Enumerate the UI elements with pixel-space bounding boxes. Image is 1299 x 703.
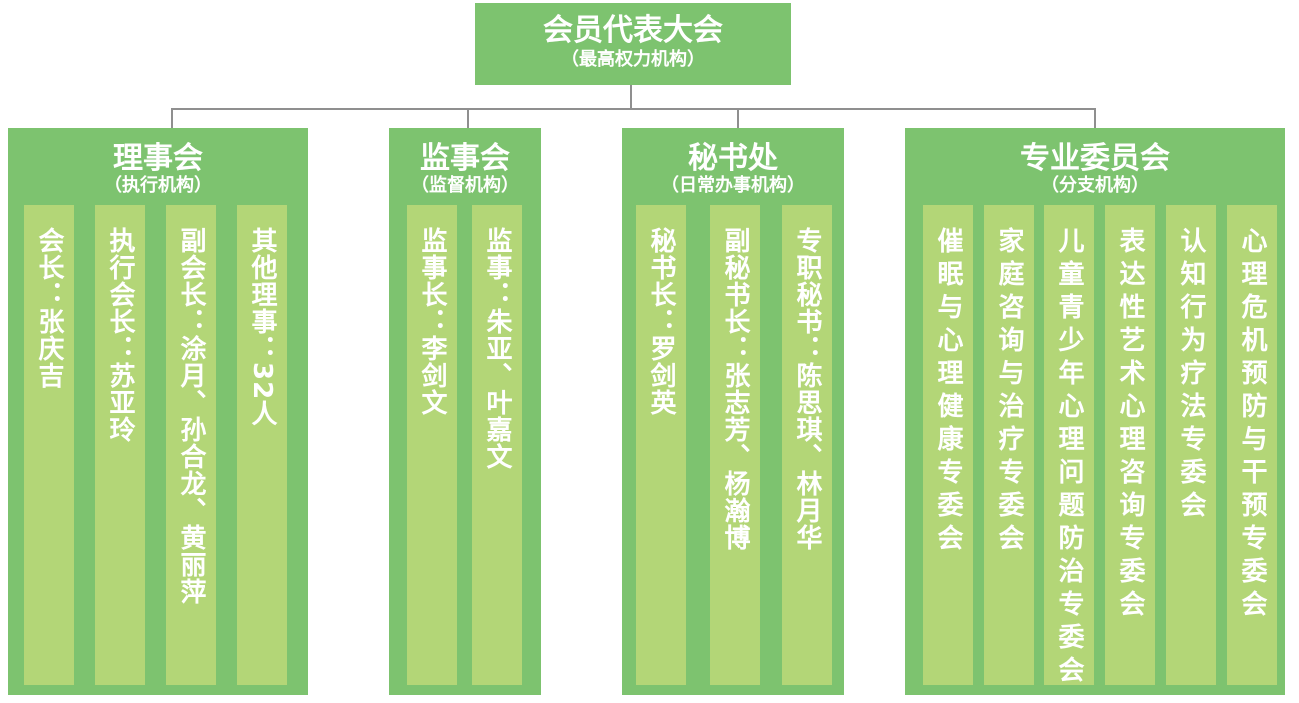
supervisory-board-node: 监事会 （监督机构） 监事长：李剑文 监事：朱亚、叶嘉文: [389, 128, 541, 695]
committee-branch-text: 表达性艺术心理咨询专委会: [1115, 227, 1145, 623]
professional-committee-node: 专业委员会 （分支机构） 催眠与心理健康专委会 家庭咨询与治疗专委会 儿童青少年…: [905, 128, 1285, 695]
committee-branch-text: 家庭咨询与治疗专委会: [994, 227, 1024, 557]
council-member-text: 会长：张庆吉: [34, 227, 64, 389]
council-member-column: 其他理事：32人: [237, 205, 287, 685]
committee-branch-column: 心理危机预防与干预专委会: [1227, 205, 1277, 685]
supervisory-member-column: 监事：朱亚、叶嘉文: [472, 205, 522, 685]
secretariat-member-text: 专职秘书：陈思琪、林月华: [792, 227, 822, 551]
general-assembly-title: 会员代表大会: [543, 13, 723, 48]
council-member-column: 会长：张庆吉: [24, 205, 74, 685]
supervisory-member-text: 监事长：李剑文: [417, 227, 447, 416]
council-title: 理事会: [113, 141, 203, 176]
committee-branch-column: 家庭咨询与治疗专委会: [984, 205, 1034, 685]
secretariat-title: 秘书处: [688, 141, 778, 176]
connector-horizontal: [171, 108, 737, 110]
professional-committee-subtitle: （分支机构）: [1041, 175, 1149, 196]
professional-committee-title: 专业委员会: [1020, 141, 1170, 176]
connector-drop-council: [171, 108, 173, 128]
committee-branch-column: 认知行为疗法专委会: [1166, 205, 1216, 685]
connector-drop-committee: [1094, 108, 1096, 128]
committee-branch-column: 催眠与心理健康专委会: [923, 205, 973, 685]
council-member-text: 副会长：涂月、孙合龙、黄丽萍: [176, 227, 206, 605]
general-assembly-node: 会员代表大会 （最高权力机构）: [475, 3, 791, 85]
council-subtitle: （执行机构）: [104, 175, 212, 196]
secretariat-member-column: 秘书长：罗剑英: [636, 205, 686, 685]
secretariat-member-text: 副秘书长：张志芳、杨瀚博: [720, 227, 750, 551]
general-assembly-subtitle: （最高权力机构）: [561, 49, 705, 70]
secretariat-subtitle: （日常办事机构）: [661, 175, 805, 196]
connector-right-segment: [737, 108, 1095, 110]
connector-drop-secretariat: [737, 108, 739, 128]
supervisory-board-subtitle: （监督机构）: [411, 175, 519, 196]
council-member-text: 其他理事：32人: [247, 227, 277, 428]
committee-branch-text: 认知行为疗法专委会: [1176, 227, 1206, 524]
committee-branch-text: 儿童青少年心理问题防治专委会: [1054, 227, 1084, 689]
council-member-column: 执行会长：苏亚玲: [95, 205, 145, 685]
connector-drop-supervisory: [467, 108, 469, 128]
secretariat-member-column: 副秘书长：张志芳、杨瀚博: [710, 205, 760, 685]
committee-branch-text: 催眠与心理健康专委会: [933, 227, 963, 557]
secretariat-node: 秘书处 （日常办事机构） 秘书长：罗剑英 副秘书长：张志芳、杨瀚博 专职秘书：陈…: [622, 128, 844, 695]
supervisory-member-text: 监事：朱亚、叶嘉文: [482, 227, 512, 470]
committee-branch-column: 儿童青少年心理问题防治专委会: [1044, 205, 1094, 689]
connector-top-vertical: [630, 85, 632, 109]
secretariat-member-column: 专职秘书：陈思琪、林月华: [782, 205, 832, 685]
council-member-column: 副会长：涂月、孙合龙、黄丽萍: [166, 205, 216, 685]
committee-branch-column: 表达性艺术心理咨询专委会: [1105, 205, 1155, 685]
secretariat-member-text: 秘书长：罗剑英: [646, 227, 676, 416]
council-node: 理事会 （执行机构） 会长：张庆吉 执行会长：苏亚玲 副会长：涂月、孙合龙、黄丽…: [8, 128, 308, 695]
supervisory-board-title: 监事会: [420, 141, 510, 176]
supervisory-member-column: 监事长：李剑文: [407, 205, 457, 685]
council-member-text: 执行会长：苏亚玲: [105, 227, 135, 443]
committee-branch-text: 心理危机预防与干预专委会: [1237, 227, 1267, 623]
